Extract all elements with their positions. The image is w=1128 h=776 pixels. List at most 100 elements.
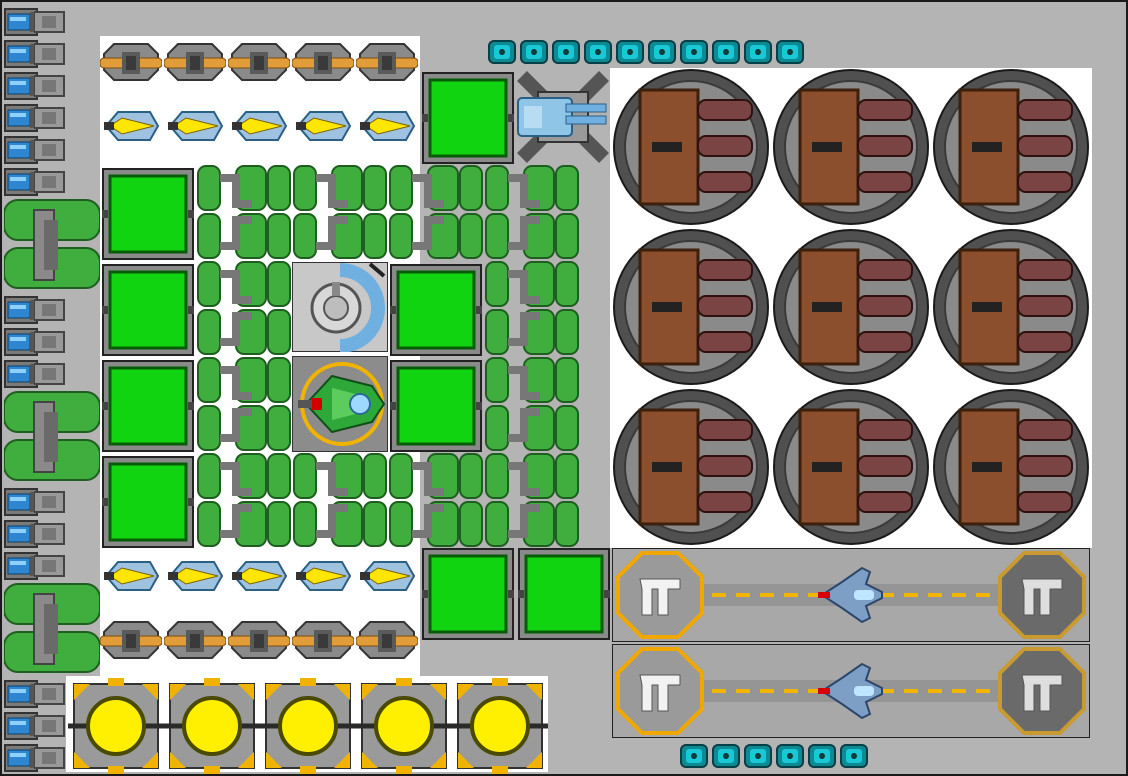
side-block[interactable] — [4, 488, 38, 516]
thruster-icon[interactable] — [100, 556, 162, 591]
cyan-node-icon[interactable] — [552, 40, 580, 64]
green-hull-block-icon[interactable] — [390, 360, 482, 452]
thruster-icon[interactable] — [228, 106, 290, 141]
thruster-icon[interactable] — [100, 106, 162, 141]
green-hull-block-icon[interactable] — [102, 360, 194, 452]
pipe-segment[interactable] — [388, 452, 484, 548]
pipe-segment[interactable] — [484, 260, 580, 356]
cyan-node-icon[interactable] — [616, 40, 644, 64]
thruster-icon[interactable] — [164, 42, 226, 81]
yellow-light-icon[interactable] — [356, 678, 452, 774]
green-hull-block-icon[interactable] — [422, 72, 514, 164]
cyan-node-icon[interactable] — [712, 40, 740, 64]
side-block[interactable] — [4, 680, 38, 708]
pipe-segment[interactable] — [388, 164, 484, 260]
thruster-icon[interactable] — [164, 556, 226, 591]
pipe-segment[interactable] — [196, 452, 292, 548]
cyan-node-icon[interactable] — [488, 40, 516, 64]
green-hull-block-icon[interactable] — [390, 264, 482, 356]
cyan-node-icon[interactable] — [712, 744, 740, 768]
triple-barrel-turret-icon[interactable] — [772, 388, 930, 546]
cyan-node-icon[interactable] — [744, 744, 772, 768]
thruster-icon[interactable] — [228, 42, 290, 81]
yellow-light-icon[interactable] — [452, 678, 548, 774]
pipe-segment[interactable] — [484, 356, 580, 452]
thruster-icon[interactable] — [292, 556, 354, 591]
cyan-node-icon[interactable] — [840, 744, 868, 768]
pipe-segment[interactable] — [292, 452, 388, 548]
side-block[interactable] — [4, 552, 38, 580]
side-block[interactable] — [4, 712, 38, 740]
side-connector — [34, 104, 68, 132]
cyan-node-icon[interactable] — [744, 40, 772, 64]
pipe-segment[interactable] — [292, 164, 388, 260]
side-connector — [34, 72, 68, 100]
side-block[interactable] — [4, 136, 38, 164]
left-pipe-connector-1[interactable] — [4, 196, 100, 292]
side-block[interactable] — [4, 8, 38, 36]
side-connector — [34, 744, 68, 772]
side-connector — [34, 8, 68, 36]
triple-barrel-turret-icon[interactable] — [772, 68, 930, 226]
thruster-icon[interactable] — [228, 556, 290, 591]
cyan-node-icon[interactable] — [808, 744, 836, 768]
side-block[interactable] — [4, 360, 38, 388]
ship-core-icon[interactable] — [292, 356, 388, 452]
triple-barrel-turret-icon[interactable] — [772, 228, 930, 386]
yellow-light-icon[interactable] — [260, 678, 356, 774]
blue-cannon-icon[interactable] — [516, 70, 610, 164]
triple-barrel-turret-icon[interactable] — [932, 228, 1090, 386]
cyan-node-icon[interactable] — [776, 40, 804, 64]
thruster-icon[interactable] — [100, 620, 162, 659]
thruster-icon[interactable] — [356, 42, 418, 81]
reactor-icon[interactable] — [292, 262, 388, 352]
side-block[interactable] — [4, 104, 38, 132]
pipe-segment[interactable] — [484, 452, 580, 548]
green-hull-block-icon[interactable] — [102, 264, 194, 356]
triple-barrel-turret-icon[interactable] — [612, 388, 770, 546]
cyan-node-icon[interactable] — [520, 40, 548, 64]
pipe-segment[interactable] — [196, 356, 292, 452]
cyan-node-icon[interactable] — [584, 40, 612, 64]
side-block[interactable] — [4, 328, 38, 356]
triple-barrel-turret-icon[interactable] — [612, 228, 770, 386]
green-hull-block-icon[interactable] — [518, 548, 610, 640]
thruster-icon[interactable] — [292, 620, 354, 659]
triple-barrel-turret-icon[interactable] — [612, 68, 770, 226]
thruster-icon[interactable] — [292, 106, 354, 141]
cyan-node-icon[interactable] — [648, 40, 676, 64]
thruster-icon[interactable] — [356, 556, 418, 591]
cyan-node-icon[interactable] — [680, 40, 708, 64]
thruster-icon[interactable] — [100, 42, 162, 81]
pipe-segment[interactable] — [484, 164, 580, 260]
green-hull-block-icon[interactable] — [422, 548, 514, 640]
thruster-icon[interactable] — [164, 620, 226, 659]
green-hull-block-icon[interactable] — [102, 168, 194, 260]
thruster-icon[interactable] — [228, 620, 290, 659]
side-block[interactable] — [4, 168, 38, 196]
cyan-node-icon[interactable] — [680, 744, 708, 768]
left-pipe-connector-3[interactable] — [4, 580, 100, 676]
thruster-icon[interactable] — [164, 106, 226, 141]
pipe-segment[interactable] — [196, 164, 292, 260]
triple-barrel-turret-icon[interactable] — [932, 68, 1090, 226]
thruster-icon[interactable] — [292, 42, 354, 81]
side-connector — [34, 680, 68, 708]
thruster-icon[interactable] — [356, 620, 418, 659]
yellow-light-icon[interactable] — [164, 678, 260, 774]
side-block[interactable] — [4, 40, 38, 68]
cyan-node-icon[interactable] — [776, 744, 804, 768]
side-block[interactable] — [4, 72, 38, 100]
yellow-light-icon[interactable] — [68, 678, 164, 774]
triple-barrel-turret-icon[interactable] — [932, 388, 1090, 546]
side-block[interactable] — [4, 520, 38, 548]
green-hull-block-icon[interactable] — [102, 456, 194, 548]
side-block[interactable] — [4, 296, 38, 324]
side-block[interactable] — [4, 744, 38, 772]
landing-pad[interactable] — [612, 644, 1090, 738]
thruster-icon[interactable] — [356, 106, 418, 141]
pipe-segment[interactable] — [196, 260, 292, 356]
left-pipe-connector-2[interactable] — [4, 388, 100, 484]
landing-pad[interactable] — [612, 548, 1090, 642]
